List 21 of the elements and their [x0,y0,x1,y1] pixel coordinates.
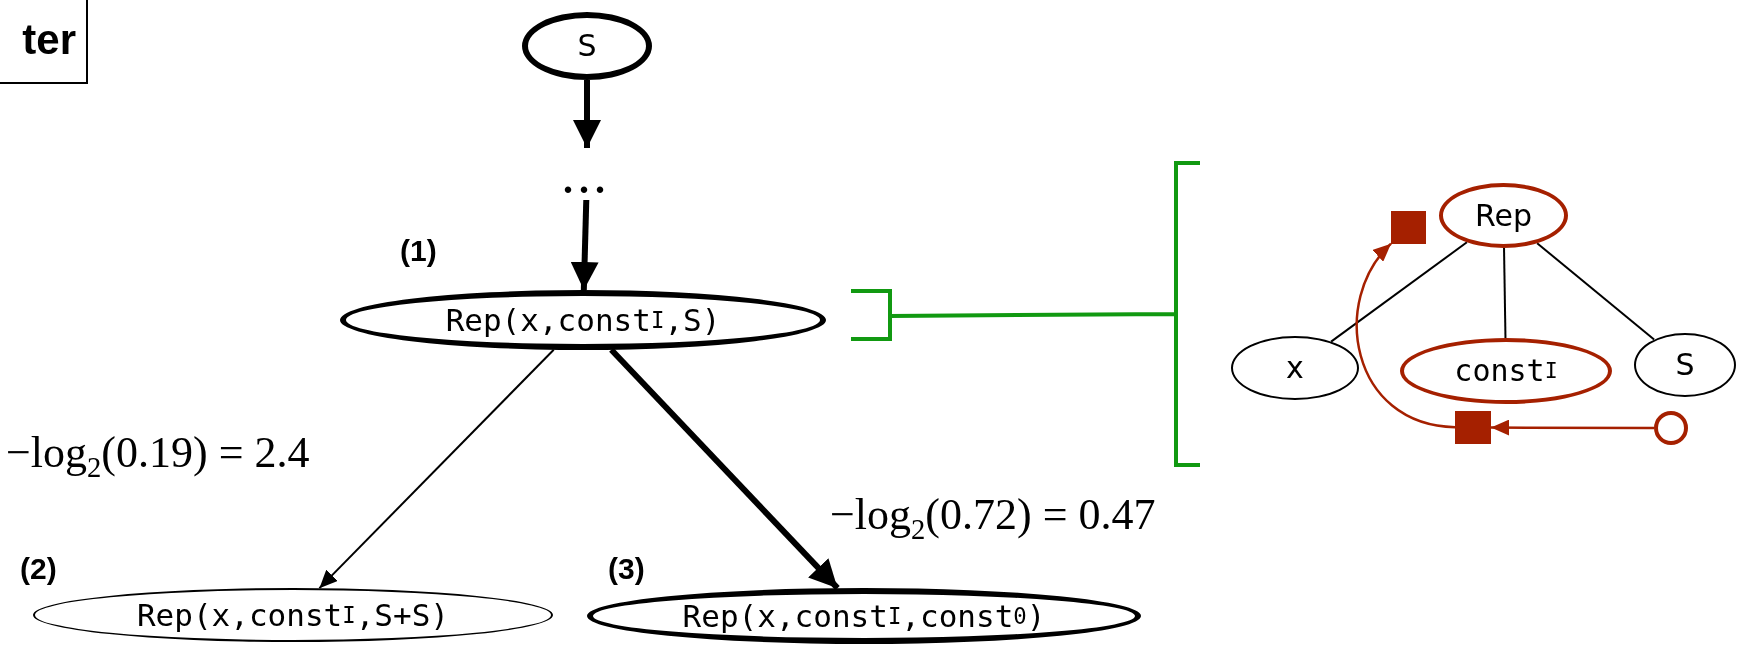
connector-line [1536,242,1656,341]
arrow [318,348,555,590]
square-marker [1455,411,1491,444]
connector-line [1503,247,1507,339]
connector-line [1330,241,1468,343]
ellipse-node: Rep [1439,183,1568,248]
step-number: (3) [608,554,645,584]
ellipse-node: S [522,12,652,80]
arrow [570,199,599,291]
step-number: (2) [20,554,57,584]
arrow [573,80,601,148]
square-marker [1391,211,1426,244]
label-box: ter [0,0,88,84]
arrow [1491,419,1654,436]
ellipse-node: S [1634,333,1736,397]
ellipse-node: x [1231,336,1359,400]
arrow [609,347,840,591]
circle-marker [1654,411,1688,445]
step-number: (1) [400,236,437,266]
arrow [1355,242,1456,429]
ellipsis-text: ... [552,148,622,200]
